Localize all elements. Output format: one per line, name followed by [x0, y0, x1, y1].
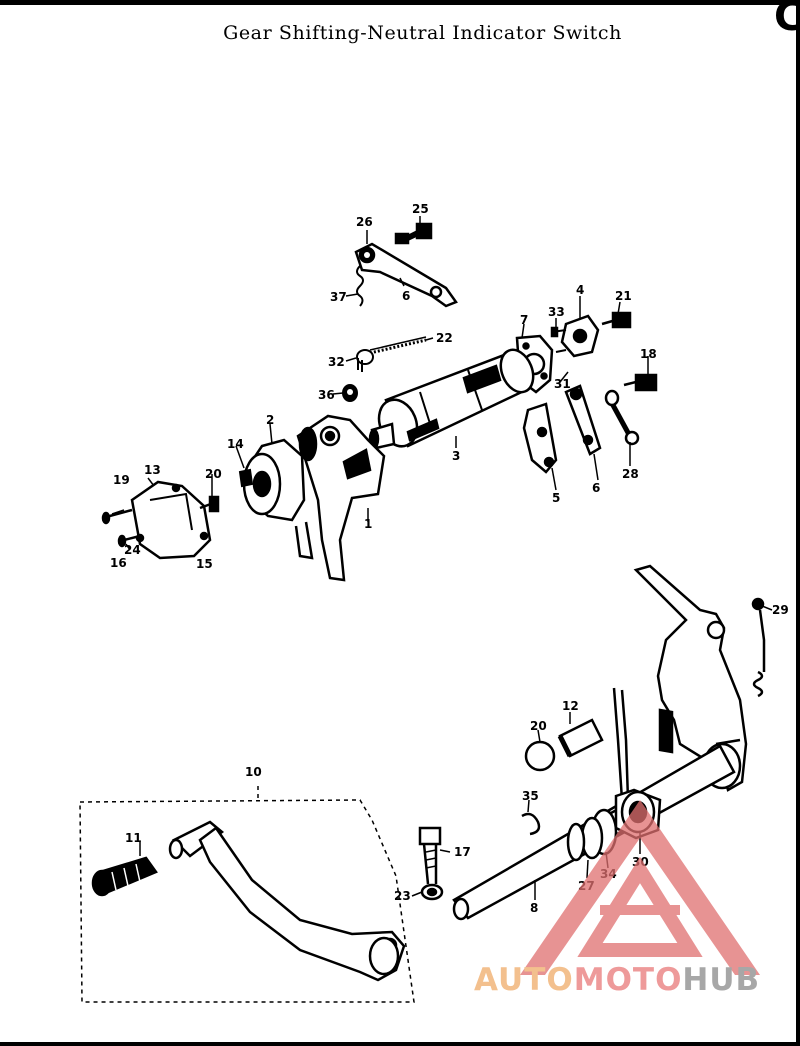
stopper-lever-part — [564, 384, 602, 456]
switch-cover-part — [130, 480, 212, 560]
watermark-text-moto: MOTO — [573, 962, 683, 998]
page-corner-mark: C — [774, 0, 800, 40]
shift-pedal-part — [168, 820, 406, 982]
callout-32: 32 — [328, 355, 345, 369]
screw-part — [601, 311, 658, 392]
shift-drum-pin-part — [369, 336, 427, 355]
callout-18: 18 — [640, 347, 657, 361]
callout-35: 35 — [522, 789, 539, 803]
bolt-part — [394, 222, 433, 245]
drum-stopper-plate-part — [522, 402, 558, 474]
callout-4: 4 — [576, 283, 584, 297]
callout-19: 19 — [113, 473, 130, 487]
callout-2: 2 — [266, 413, 274, 427]
gear-shift-fork-part — [296, 414, 386, 582]
callout-29: 29 — [772, 603, 789, 617]
pedal-bolt-part — [418, 826, 444, 901]
watermark-text-auto: AUTO — [474, 962, 574, 998]
frame-border-top — [0, 0, 800, 5]
callout-7: 7 — [520, 313, 528, 327]
diagram-title: Gear Shifting-Neutral Indicator Switch — [223, 22, 622, 44]
callout-36: 36 — [318, 388, 335, 402]
callout-20-lower: 20 — [530, 719, 547, 733]
callout-20-upper: 20 — [205, 467, 222, 481]
stopper-arm-part — [354, 242, 458, 308]
callout-3: 3 — [452, 449, 460, 463]
callout-5: 5 — [552, 491, 560, 505]
stopper-spring-part — [604, 389, 640, 446]
callout-14: 14 — [227, 437, 244, 451]
watermark-text: AUTOMOTOHUB — [474, 962, 794, 998]
callout-6-upper: 6 — [402, 289, 410, 303]
callout-16: 16 — [110, 556, 127, 570]
cover-screw-part — [101, 495, 220, 548]
neutral-contact-part — [342, 349, 374, 402]
watermark-text-hub: HUB — [682, 962, 761, 998]
callout-8: 8 — [530, 901, 538, 915]
frame-border-bottom — [0, 1042, 800, 1046]
callout-11: 11 — [125, 831, 142, 845]
callout-1: 1 — [364, 517, 372, 531]
callout-23: 23 — [394, 889, 411, 903]
callout-6-lower: 6 — [592, 481, 600, 495]
frame-border-right — [796, 0, 800, 1046]
callout-28: 28 — [622, 467, 639, 481]
callout-26: 26 — [356, 215, 373, 229]
callout-37: 37 — [330, 290, 347, 304]
callout-33: 33 — [548, 305, 565, 319]
callout-21: 21 — [615, 289, 632, 303]
callout-15: 15 — [196, 557, 213, 571]
shift-pedal-assembly-outline — [79, 786, 415, 1003]
pedal-rubber-part — [91, 856, 158, 897]
leader-lines — [111, 216, 773, 900]
contact-plate-part — [238, 468, 254, 488]
watermark-logo — [520, 800, 760, 975]
neutral-rotor-part — [242, 438, 314, 560]
oil-seal-part — [566, 808, 618, 862]
callout-17: 17 — [454, 845, 471, 859]
callout-25: 25 — [412, 202, 429, 216]
callout-labels: 1 2 3 4 5 6 6 7 8 10 11 12 13 14 15 16 1… — [110, 202, 789, 915]
callout-24: 24 — [124, 543, 141, 557]
callout-22: 22 — [436, 331, 453, 345]
callout-31: 31 — [554, 377, 571, 391]
callout-12: 12 — [562, 699, 579, 713]
callout-13: 13 — [144, 463, 161, 477]
overtravel-spring-part — [751, 597, 766, 698]
callout-10: 10 — [245, 765, 262, 779]
drum-stopper-cam-part — [550, 314, 600, 358]
shift-drum-part — [368, 348, 535, 450]
circlip-part — [521, 812, 541, 836]
